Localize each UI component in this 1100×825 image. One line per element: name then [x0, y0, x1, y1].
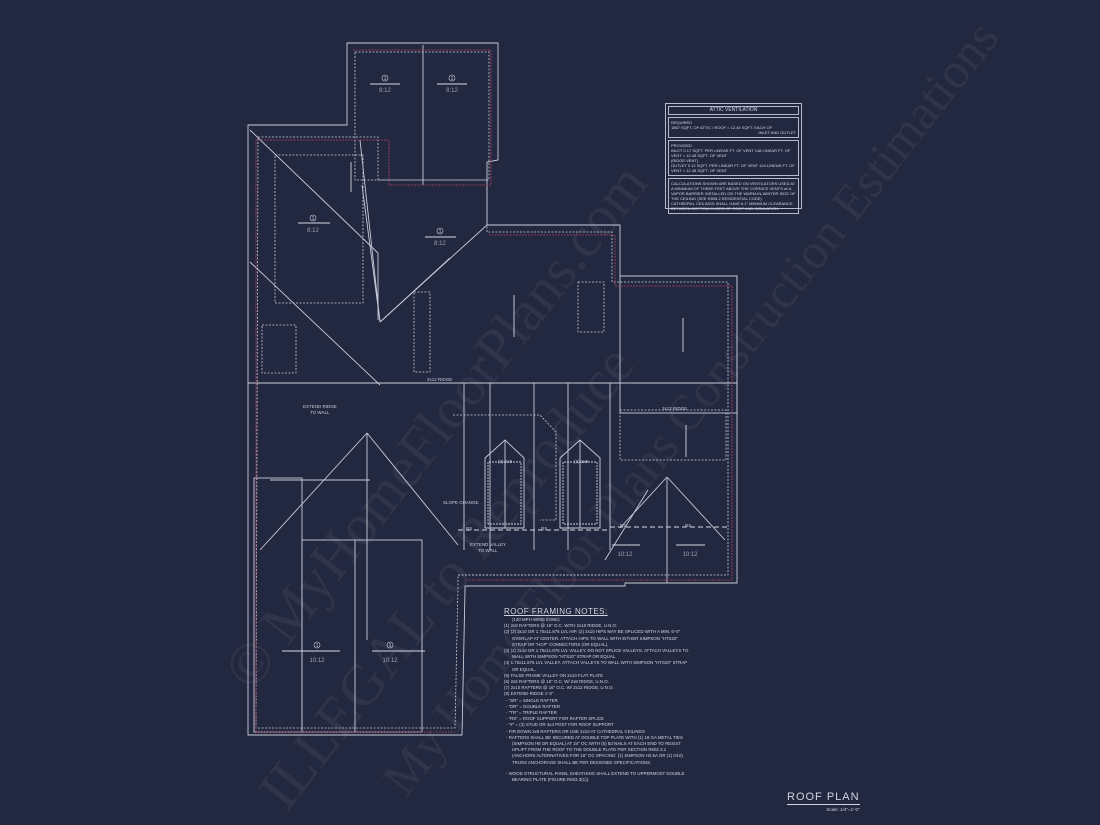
framing-bullet: - "#" = (3) STUD OR 4x4 POST FOR ROOF SU…: [506, 722, 614, 728]
framing-notes-subtitle: (130 MPH WIND ZONE): [512, 617, 560, 622]
svg-text:RS: RS: [466, 526, 472, 531]
outlet-label: OUTLET: [671, 163, 687, 168]
ventilation-notes: CALCULATIONS SHOWN ARE BASED ON VENTILAT…: [668, 178, 799, 214]
svg-text:2x12 RIDGE: 2x12 RIDGE: [427, 377, 452, 382]
framing-bullet: - FIR DOWN 2x8 RAFTERS OR USE 2x10 AT CA…: [506, 728, 645, 734]
inlet-rate: 0.17: [683, 148, 692, 153]
required-label: REQUIRED: [671, 120, 693, 125]
framing-notes-title: ROOF FRAMING NOTES:: [504, 607, 608, 616]
svg-text:8:12: 8:12: [446, 88, 458, 94]
framing-bullet: - "DR" = DOUBLE RAFTER: [506, 703, 560, 709]
svg-text:EXTEND VALLEY: EXTEND VALLEY: [470, 542, 506, 547]
svg-text:1: 1: [384, 76, 387, 82]
inlet-label: INLET: [671, 148, 683, 153]
pitch-tags: 1 1 1 1 1 1 8:12 8:12 8:12 8:12 10:12 10:12…: [307, 74, 698, 664]
sheet-scale: Scale: 1/4"=1'-0": [826, 807, 860, 812]
svg-text:EXTEND RIDGE: EXTEND RIDGE: [303, 404, 337, 409]
svg-text:(2) 2x8: (2) 2x8: [574, 459, 589, 464]
inlet-length-unit: LINEAR FT. OF VENT: [671, 148, 791, 158]
outlet-equals: =: [682, 168, 686, 173]
svg-text:10:12: 10:12: [682, 552, 698, 558]
svg-text:1: 1: [316, 643, 319, 649]
inlet-line: INLET 0.17 SQFT. PER LINEAR FT. OF VENT …: [671, 148, 796, 158]
framing-note-item: (7) 2x10 RAFTERS @ 16" O.C. W/ 2x12 RIDG…: [504, 685, 614, 691]
framing-bullet: - "SR" = SINGLE RAFTER: [506, 697, 558, 703]
svg-text:TO WALL: TO WALL: [478, 548, 498, 553]
svg-text:10:12: 10:12: [382, 658, 398, 664]
sheet-title: ROOF PLAN: [787, 791, 860, 805]
required-attic-area: 1867: [671, 125, 680, 130]
ridge-vent-label: (RIDGE VENT): [671, 158, 699, 163]
svg-text:8:12: 8:12: [434, 241, 446, 247]
required-vent-area: 12.44: [730, 125, 741, 130]
provided-section: PROVIDED INLET 0.17 SQFT. PER LINEAR FT.…: [668, 140, 799, 176]
svg-text:10:12: 10:12: [617, 552, 633, 558]
framing-bullet: - RAFTERS SHALL BE SECURED AT DOUBLE TOP…: [506, 734, 683, 765]
svg-text:1: 1: [451, 76, 454, 82]
outlet-rate: 0.12: [687, 163, 696, 168]
roof-framing-notes: ROOF FRAMING NOTES: (130 MPH WIND ZONE) …: [504, 607, 689, 783]
svg-text:8:12: 8:12: [379, 88, 391, 94]
ventilation-note: CALCULATIONS SHOWN ARE BASED ON VENTILAT…: [671, 181, 796, 201]
inlet-total-unit: SQFT. OF VENT: [697, 153, 728, 158]
inlet-length: 148: [754, 148, 762, 153]
svg-text:(2) 2x8: (2) 2x8: [498, 459, 513, 464]
outlet-line: OUTLET 0.12 SQFT. PER LINEAR FT. OF VENT…: [671, 163, 796, 173]
attic-ventilation-title: ATTIC VENTILATION: [668, 106, 799, 115]
outlet-rate-unit: SQFT. PER LINEAR FT. OF VENT: [696, 163, 759, 168]
svg-text:SLOPE CHANGE: SLOPE CHANGE: [443, 500, 479, 505]
svg-text:1: 1: [439, 229, 442, 235]
svg-text:RS: RS: [685, 523, 691, 528]
framing-note-item: (5) FALSE FRAME VALLEY ON 2x10 FLAT PLAT…: [504, 672, 604, 678]
outlet-length-unit: LINEAR FT. OF VENT: [671, 163, 795, 173]
svg-text:TO WALL: TO WALL: [310, 410, 330, 415]
outlet-total-unit: SQFT. OF VENT: [697, 168, 728, 173]
framing-bullet: - "TR" = TRIPLE RAFTER: [506, 710, 557, 716]
outlet-length: 104: [759, 163, 766, 168]
inlet-total: 12.48: [686, 153, 697, 158]
inlet-equals: =: [682, 153, 686, 158]
svg-text:1: 1: [389, 643, 392, 649]
svg-text:2x12 RIDGE: 2x12 RIDGE: [662, 406, 687, 411]
ventilation-note: CATHEDRAL CEILINGS SHALL HAVE A 1" MINIM…: [671, 201, 793, 211]
framing-note-item: (3) (2) 2x10 OR 1.75x11.875 LVL VALLEY. …: [504, 648, 689, 660]
framing-note-item: (4) 1.75x11.875 LVL VALLEY. ATTACH VALLE…: [504, 660, 688, 672]
framing-note-item: (6) 2x6 RAFTERS @ 16" O.C. W/ 2x8 RIDGE,…: [504, 679, 609, 685]
required-text: SQFT. OF ATTIC / ROOF =: [681, 125, 730, 130]
svg-text:8:12: 8:12: [307, 228, 319, 234]
svg-text:1: 1: [312, 216, 315, 222]
framing-note-item: (1) 2x8 RAFTERS @ 16" O.C. WITH 2x10 RID…: [504, 623, 618, 629]
framing-bullet: - "RS" = ROOF SUPPORT FOR RAFTER SPLICE: [506, 716, 604, 722]
framing-bullet: - WOOD STRUCTURAL PANEL SHEATHING SHALL …: [506, 770, 685, 783]
outlet-total: 12.48: [686, 168, 697, 173]
attic-ventilation-table: ATTIC VENTILATION REQUIRED 1867 SQFT. OF…: [665, 103, 802, 214]
required-each: SQFT. EACH OF: [741, 125, 773, 130]
required-line: 1867 SQFT. OF ATTIC / ROOF = 12.44 SQFT.…: [671, 125, 796, 130]
svg-text:RS: RS: [541, 526, 547, 531]
provided-label: PROVIDED: [671, 143, 692, 148]
required-note: INLET AND OUTLET: [758, 130, 797, 135]
sheet-title-block: ROOF PLAN Scale: 1/4"=1'-0": [787, 791, 860, 812]
svg-text:RS: RS: [620, 523, 626, 528]
framing-note-item: (2) (2) 2x10 OR 1.75x11.875 LVL HIP. (2)…: [504, 629, 681, 647]
required-section: REQUIRED 1867 SQFT. OF ATTIC / ROOF = 12…: [668, 117, 799, 138]
svg-text:10:12: 10:12: [309, 658, 325, 664]
framing-note-item: (8) EXTEND RIDGE 1'-0": [504, 691, 554, 697]
inlet-rate-unit: SQFT. PER LINEAR FT. OF VENT: [692, 148, 754, 153]
